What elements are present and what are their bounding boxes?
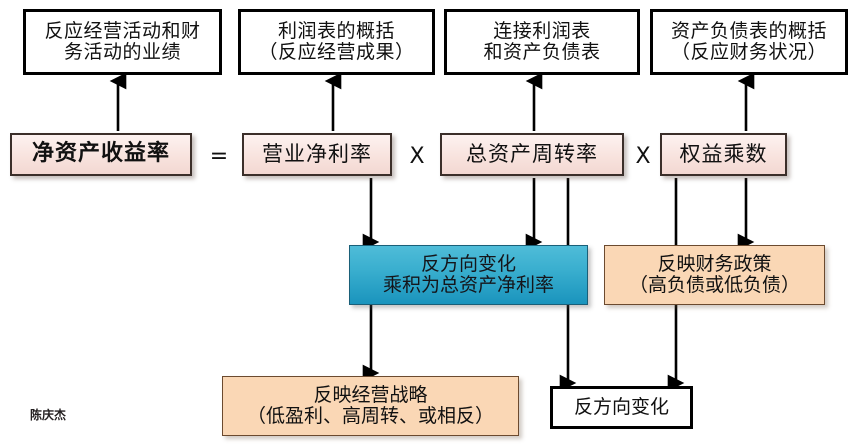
formula-box-net-profit-margin: 营业净利率	[242, 133, 392, 176]
formula-box-roe: 净资产收益率	[10, 133, 192, 176]
operator-times-1: X	[409, 144, 425, 169]
annotation-margin-line1: 利润表的概括	[277, 19, 395, 42]
formula-box-asset-turnover: 总资产周转率	[440, 133, 624, 176]
annotation-roe-line1: 反应经营活动和财	[44, 19, 201, 42]
annotation-box-net-profit-margin: 利润表的概括 （反应经营成果）	[238, 9, 435, 75]
annotation-equity-line1: 资产负债表的概括	[670, 19, 827, 42]
annotation-turnover-line2: 和资产负债表	[483, 41, 601, 63]
callout-strategy-line1: 反映经营战略	[313, 383, 428, 406]
author-credit-name: 陈庆杰	[30, 408, 67, 423]
callout-blue-inverse-product: 反方向变化 乘积为总资产净利率	[349, 245, 588, 305]
callout-policy-line2: （高负债或低负债）	[628, 274, 800, 296]
callout-orange-financial-policy: 反映财务政策 （高负债或低负债）	[604, 245, 825, 305]
callout-policy-line1: 反映财务政策	[657, 252, 772, 275]
callout-blue-line1: 反方向变化	[420, 252, 516, 275]
annotation-roe-line2: 务活动的业绩	[63, 41, 181, 63]
annotation-box-asset-turnover: 连接利润表 和资产负债表	[444, 9, 640, 75]
formula-box-equity-multiplier: 权益乘数	[660, 133, 787, 176]
annotation-box-equity-multiplier: 资产负债表的概括 （反应财务状况）	[650, 9, 848, 75]
annotation-turnover-line1: 连接利润表	[493, 19, 591, 42]
formula-equity-label: 权益乘数	[679, 141, 768, 166]
annotation-margin-line2: （反应经营成果）	[258, 41, 415, 63]
formula-turnover-label: 总资产周转率	[466, 141, 598, 166]
operator-times-2: X	[635, 144, 651, 169]
callout-blue-line2: 乘积为总资产净利率	[382, 274, 554, 296]
callout-plain-inverse-change: 反方向变化	[550, 386, 693, 429]
callout-orange-business-strategy: 反映经营战略 （低盈利、高周转、或相反）	[222, 376, 519, 436]
formula-margin-label: 营业净利率	[262, 141, 372, 166]
callout-inverse-line1: 反方向变化	[573, 395, 669, 418]
author-credit: 陈庆杰 中级财务管理	[30, 375, 102, 444]
formula-roe-label: 净资产收益率	[31, 141, 170, 167]
annotation-box-roe: 反应经营活动和财 务活动的业绩	[23, 9, 222, 75]
callout-strategy-line2: （低盈利、高周转、或相反）	[246, 405, 494, 427]
annotation-equity-line2: （反应财务状况）	[670, 41, 827, 63]
operator-equals: =	[209, 144, 229, 169]
